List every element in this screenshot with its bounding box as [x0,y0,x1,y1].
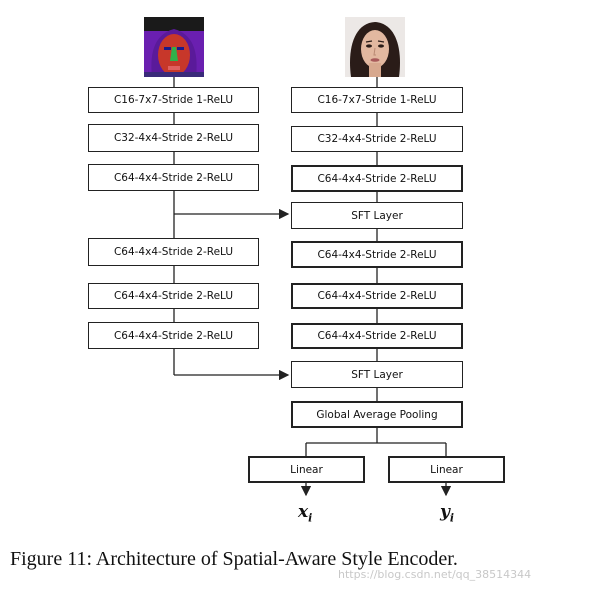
right-conv-3: C64-4x4-Stride 2-ReLU [291,165,463,192]
left-conv-4: C64-4x4-Stride 2-ReLU [88,238,259,266]
left-conv-6: C64-4x4-Stride 2-ReLU [88,322,259,349]
face-photo-icon [345,17,405,77]
left-conv-1: C16-7x7-Stride 1-ReLU [88,87,259,113]
left-conv-3: C64-4x4-Stride 2-ReLU [88,164,259,191]
output-x-base: x [298,502,309,522]
right-conv-5: C64-4x4-Stride 2-ReLU [291,283,463,309]
sft-layer-1: SFT Layer [291,202,463,229]
output-y-sub: i [449,511,455,525]
right-conv-2: C32-4x4-Stride 2-ReLU [291,126,463,152]
linear-head-x: Linear [248,456,365,483]
watermark: https://blog.csdn.net/qq_38514344 [338,568,532,581]
right-conv-1: C16-7x7-Stride 1-ReLU [291,87,463,113]
global-average-pooling: Global Average Pooling [291,401,463,428]
figure-caption: Figure 11: Architecture of Spatial-Aware… [10,548,458,570]
left-conv-5: C64-4x4-Stride 2-ReLU [88,283,259,309]
connector-lines [173,77,452,497]
sft-layer-2: SFT Layer [291,361,463,388]
linear-head-y: Linear [388,456,505,483]
output-y-base: y [440,502,450,522]
output-y: yi [440,502,454,524]
output-x: xi [298,502,312,524]
left-conv-2: C32-4x4-Stride 2-ReLU [88,124,259,152]
right-conv-6: C64-4x4-Stride 2-ReLU [291,323,463,349]
segmentation-mask-icon [144,17,204,77]
output-x-sub: i [308,511,313,525]
right-conv-4: C64-4x4-Stride 2-ReLU [291,241,463,268]
